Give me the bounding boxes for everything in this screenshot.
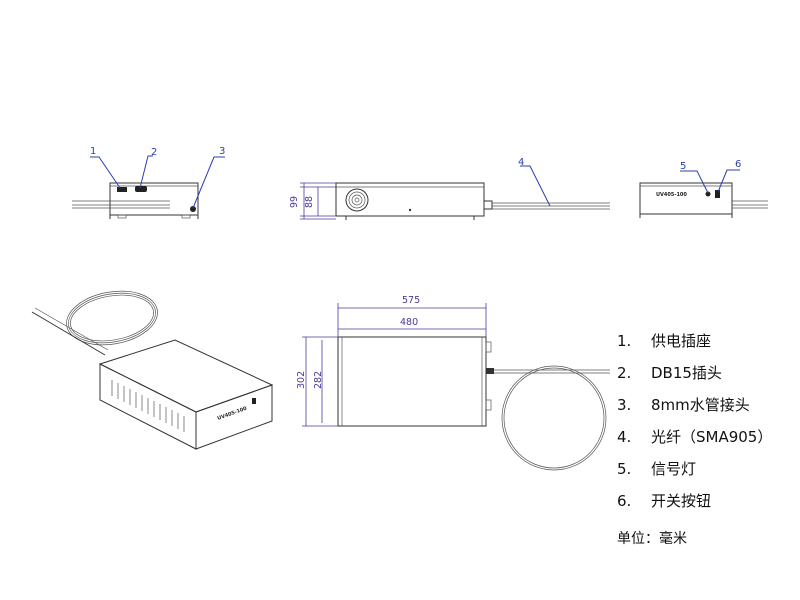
dim-top-outer-width: 575 [402, 295, 420, 306]
signal-light [705, 191, 711, 197]
front-model-label: UV405-100 [656, 192, 687, 198]
rear-view-body [109, 182, 199, 216]
db15-connector [135, 186, 147, 192]
callout-6: 6 [735, 159, 741, 170]
top-view-body [337, 336, 487, 427]
callout-line-1 [90, 156, 121, 189]
callout-3: 3 [219, 146, 225, 157]
side-view-body [335, 182, 485, 217]
callout-line-3 [192, 156, 225, 209]
top-view: 575 480 302 282 [296, 295, 610, 471]
iso-vent [111, 380, 185, 432]
callout-line-4 [520, 165, 551, 207]
dim-side-outer-height: 99 [289, 196, 300, 208]
rear-view: 1 2 3 [72, 146, 225, 219]
switch-button [715, 190, 720, 198]
dim-top-outer-height: 302 [296, 371, 307, 389]
legend-item: 5.信号灯 [617, 460, 697, 478]
side-view: 4 99 88 [289, 157, 610, 220]
isometric-view: UV405-100 [31, 290, 274, 450]
legend-item: 1.供电插座 [617, 332, 712, 350]
legend-item: 3.8mm水管接头 [617, 396, 750, 414]
legend-item: 2.DB15插头 [617, 364, 722, 382]
iso-model-label: UV405-100 [217, 406, 249, 422]
callout-2: 2 [151, 147, 157, 158]
parts-legend: 1.供电插座 2.DB15插头 3.8mm水管接头 4.光纤（SMA905） 5… [617, 330, 772, 522]
iso-top-face [98, 339, 274, 413]
front-view-body [639, 182, 733, 215]
dim-side-inner-height: 88 [304, 196, 315, 208]
legend-item: 4.光纤（SMA905） [617, 428, 773, 446]
callout-line-5 [680, 170, 709, 194]
callout-4: 4 [518, 157, 524, 168]
fan-icon [345, 188, 369, 212]
water-pipe-connector [190, 206, 196, 212]
legend-item: 6.开关按钮 [617, 492, 712, 510]
callout-line-2 [139, 155, 153, 189]
callout-line-6 [717, 169, 740, 193]
power-socket [117, 187, 127, 192]
callout-1: 1 [90, 146, 96, 157]
front-view: UV405-100 5 6 [639, 159, 768, 218]
dim-top-inner-height: 282 [313, 371, 324, 389]
top-view-fiber-coil [501, 365, 607, 471]
iso-switch [252, 398, 256, 404]
unit-label: 单位：毫米 [617, 531, 687, 547]
dim-top-inner-width: 480 [400, 317, 418, 328]
callout-5: 5 [680, 161, 686, 172]
fiber-coil [66, 290, 158, 346]
top-view-fiber-connector [486, 368, 494, 374]
